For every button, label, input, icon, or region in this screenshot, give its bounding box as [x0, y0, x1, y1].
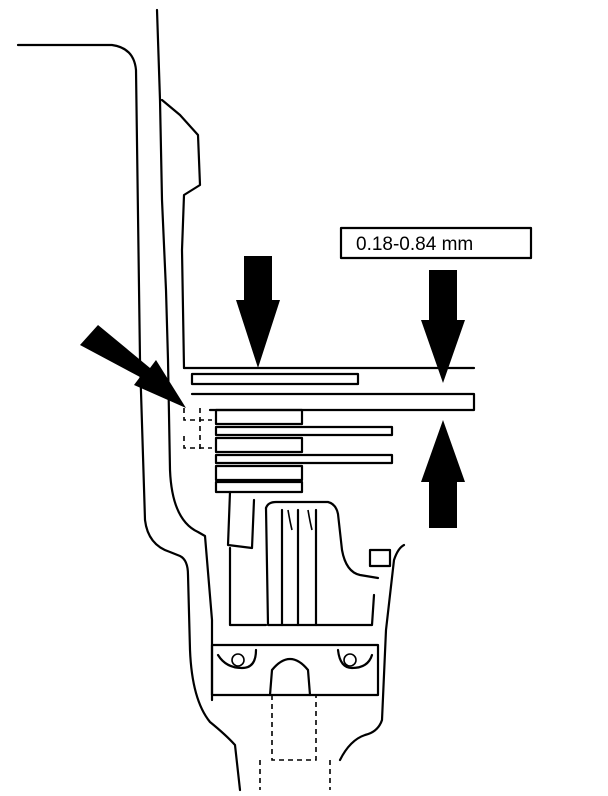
- dimension-label-box: [339, 226, 533, 260]
- clutch-plate: [214, 453, 394, 465]
- clutch-plate: [214, 480, 304, 494]
- clutch-plate: [214, 436, 304, 454]
- retaining-plate: [190, 372, 360, 386]
- arrow-down-right: [421, 270, 465, 383]
- arrow-down-center: [236, 256, 280, 368]
- piston-assembly: [226, 490, 392, 627]
- clutch-pack: [214, 408, 394, 494]
- seal-housing: [210, 643, 380, 790]
- arrows: [80, 256, 465, 528]
- transmission-housing: [16, 8, 476, 792]
- clutch-plate: [214, 425, 394, 437]
- arrow-up-right: [421, 420, 465, 528]
- dimension-callout: 0.18-0.84 mm: [339, 226, 533, 260]
- clutch-plate: [214, 464, 304, 482]
- arrow-diagonal-left: [80, 325, 186, 408]
- pressure-plate: [190, 392, 476, 412]
- clutch-plate: [214, 408, 304, 426]
- dashed-reference-marks: [183, 408, 212, 450]
- dimension-label: 0.18-0.84 mm: [356, 234, 473, 255]
